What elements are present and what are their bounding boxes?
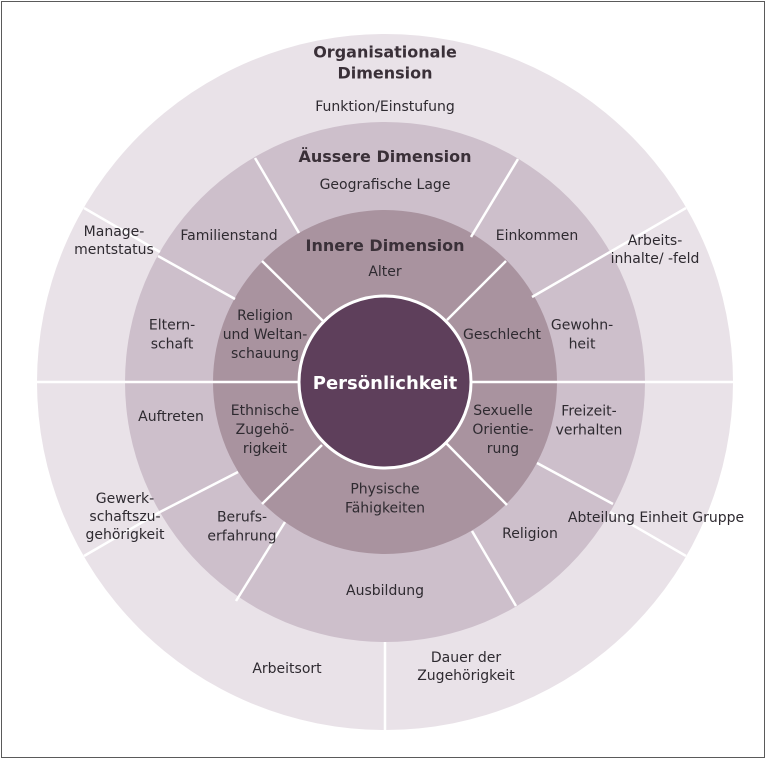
outer-auftreten: Auftreten	[138, 409, 204, 425]
outer-dimension-title: Äussere Dimension	[298, 147, 471, 166]
org-managementstatus: Manage-mentstatus	[74, 224, 154, 258]
inner-geschlecht: Geschlecht	[463, 327, 541, 343]
core-circle	[297, 294, 473, 470]
inner-alter: Alter	[368, 264, 402, 280]
org-funktion-einstufung: Funktion/Einstufung	[315, 99, 455, 115]
organisational-dividers	[37, 206, 733, 730]
outer-freizeitverhalten: Freizeit-verhalten	[556, 404, 623, 439]
outer-dividers	[125, 157, 645, 607]
org-arbeitsinhalte: Arbeits-inhalte/ -feld	[611, 233, 700, 267]
outer-berufserfahrung: Berufs-erfahrung	[207, 510, 276, 545]
outer-familienstand: Familienstand	[180, 228, 277, 244]
outer-gewohnheit: Gewohn-heit	[551, 318, 613, 353]
org-arbeitsort: Arbeitsort	[252, 661, 322, 677]
outer-elternschaft: Eltern-schaft	[149, 318, 195, 353]
inner-dividers	[213, 260, 557, 506]
outer-geografische-lage: Geografische Lage	[320, 177, 451, 193]
org-gewerkschaft: Gewerk-schaftszu-gehörigkeit	[85, 491, 165, 543]
outer-religion: Religion	[502, 526, 558, 542]
org-abteilung: Abteilung Einheit Gruppe	[568, 510, 744, 526]
outer-ausbildung: Ausbildung	[346, 583, 424, 599]
center-persoenlichkeit: Persönlichkeit	[313, 373, 458, 394]
inner-dimension-title: Innere Dimension	[306, 236, 465, 255]
outer-einkommen: Einkommen	[496, 228, 579, 244]
